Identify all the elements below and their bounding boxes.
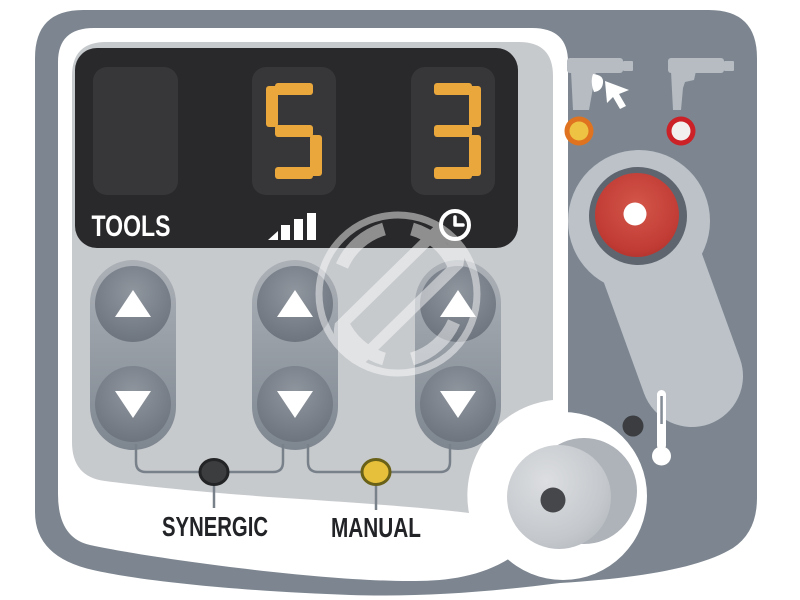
time-down-button[interactable] bbox=[420, 366, 496, 442]
program-down-button[interactable] bbox=[257, 366, 333, 442]
tools-adjuster bbox=[90, 260, 176, 450]
program-up-button[interactable] bbox=[257, 266, 333, 342]
torch-with-cursor-icon bbox=[567, 58, 633, 110]
triangle-down-icon bbox=[115, 391, 151, 418]
triangle-up-icon bbox=[440, 290, 476, 317]
tools-label: TOOLS bbox=[92, 210, 171, 243]
torch2-led bbox=[666, 116, 696, 146]
led-display: TOOLS bbox=[75, 48, 518, 248]
tools-down-button[interactable] bbox=[95, 366, 171, 442]
overtemp-led bbox=[622, 415, 644, 437]
triangle-up-icon bbox=[277, 290, 313, 317]
signal-bars-icon bbox=[268, 213, 316, 240]
synergic-label: SYNERGIC bbox=[162, 511, 268, 542]
red-round-button[interactable] bbox=[589, 167, 687, 265]
knob-center-dot bbox=[540, 487, 566, 513]
program-adjuster bbox=[252, 260, 338, 450]
mode-section: SYNERGIC MANUAL bbox=[134, 444, 452, 543]
program-digit bbox=[266, 83, 322, 179]
torch-icon bbox=[668, 58, 734, 110]
time-digit bbox=[434, 83, 481, 179]
red-button-section bbox=[568, 150, 743, 427]
temperature-section bbox=[622, 390, 671, 466]
time-up-button[interactable] bbox=[420, 266, 496, 342]
tools-up-button[interactable] bbox=[95, 266, 171, 342]
torch-trigger-highlight bbox=[591, 74, 604, 92]
manual-label: MANUAL bbox=[331, 512, 421, 543]
time-adjuster bbox=[415, 260, 501, 450]
synergic-led bbox=[198, 458, 230, 486]
cursor-icon bbox=[605, 81, 629, 109]
circular-arrows-watermark bbox=[315, 211, 481, 377]
manual-led bbox=[360, 458, 392, 486]
tools-display-window bbox=[93, 67, 178, 195]
clock-icon bbox=[439, 209, 471, 241]
triangle-up-icon bbox=[115, 290, 151, 317]
triangle-down-icon bbox=[277, 391, 313, 418]
torch1-led bbox=[564, 116, 594, 146]
rotary-knob[interactable] bbox=[479, 412, 647, 580]
torch-select-section bbox=[564, 58, 734, 146]
adjusters bbox=[90, 260, 501, 450]
red-button-center-dot bbox=[623, 202, 647, 226]
thermometer-icon bbox=[652, 390, 671, 466]
triangle-down-icon bbox=[440, 391, 476, 418]
